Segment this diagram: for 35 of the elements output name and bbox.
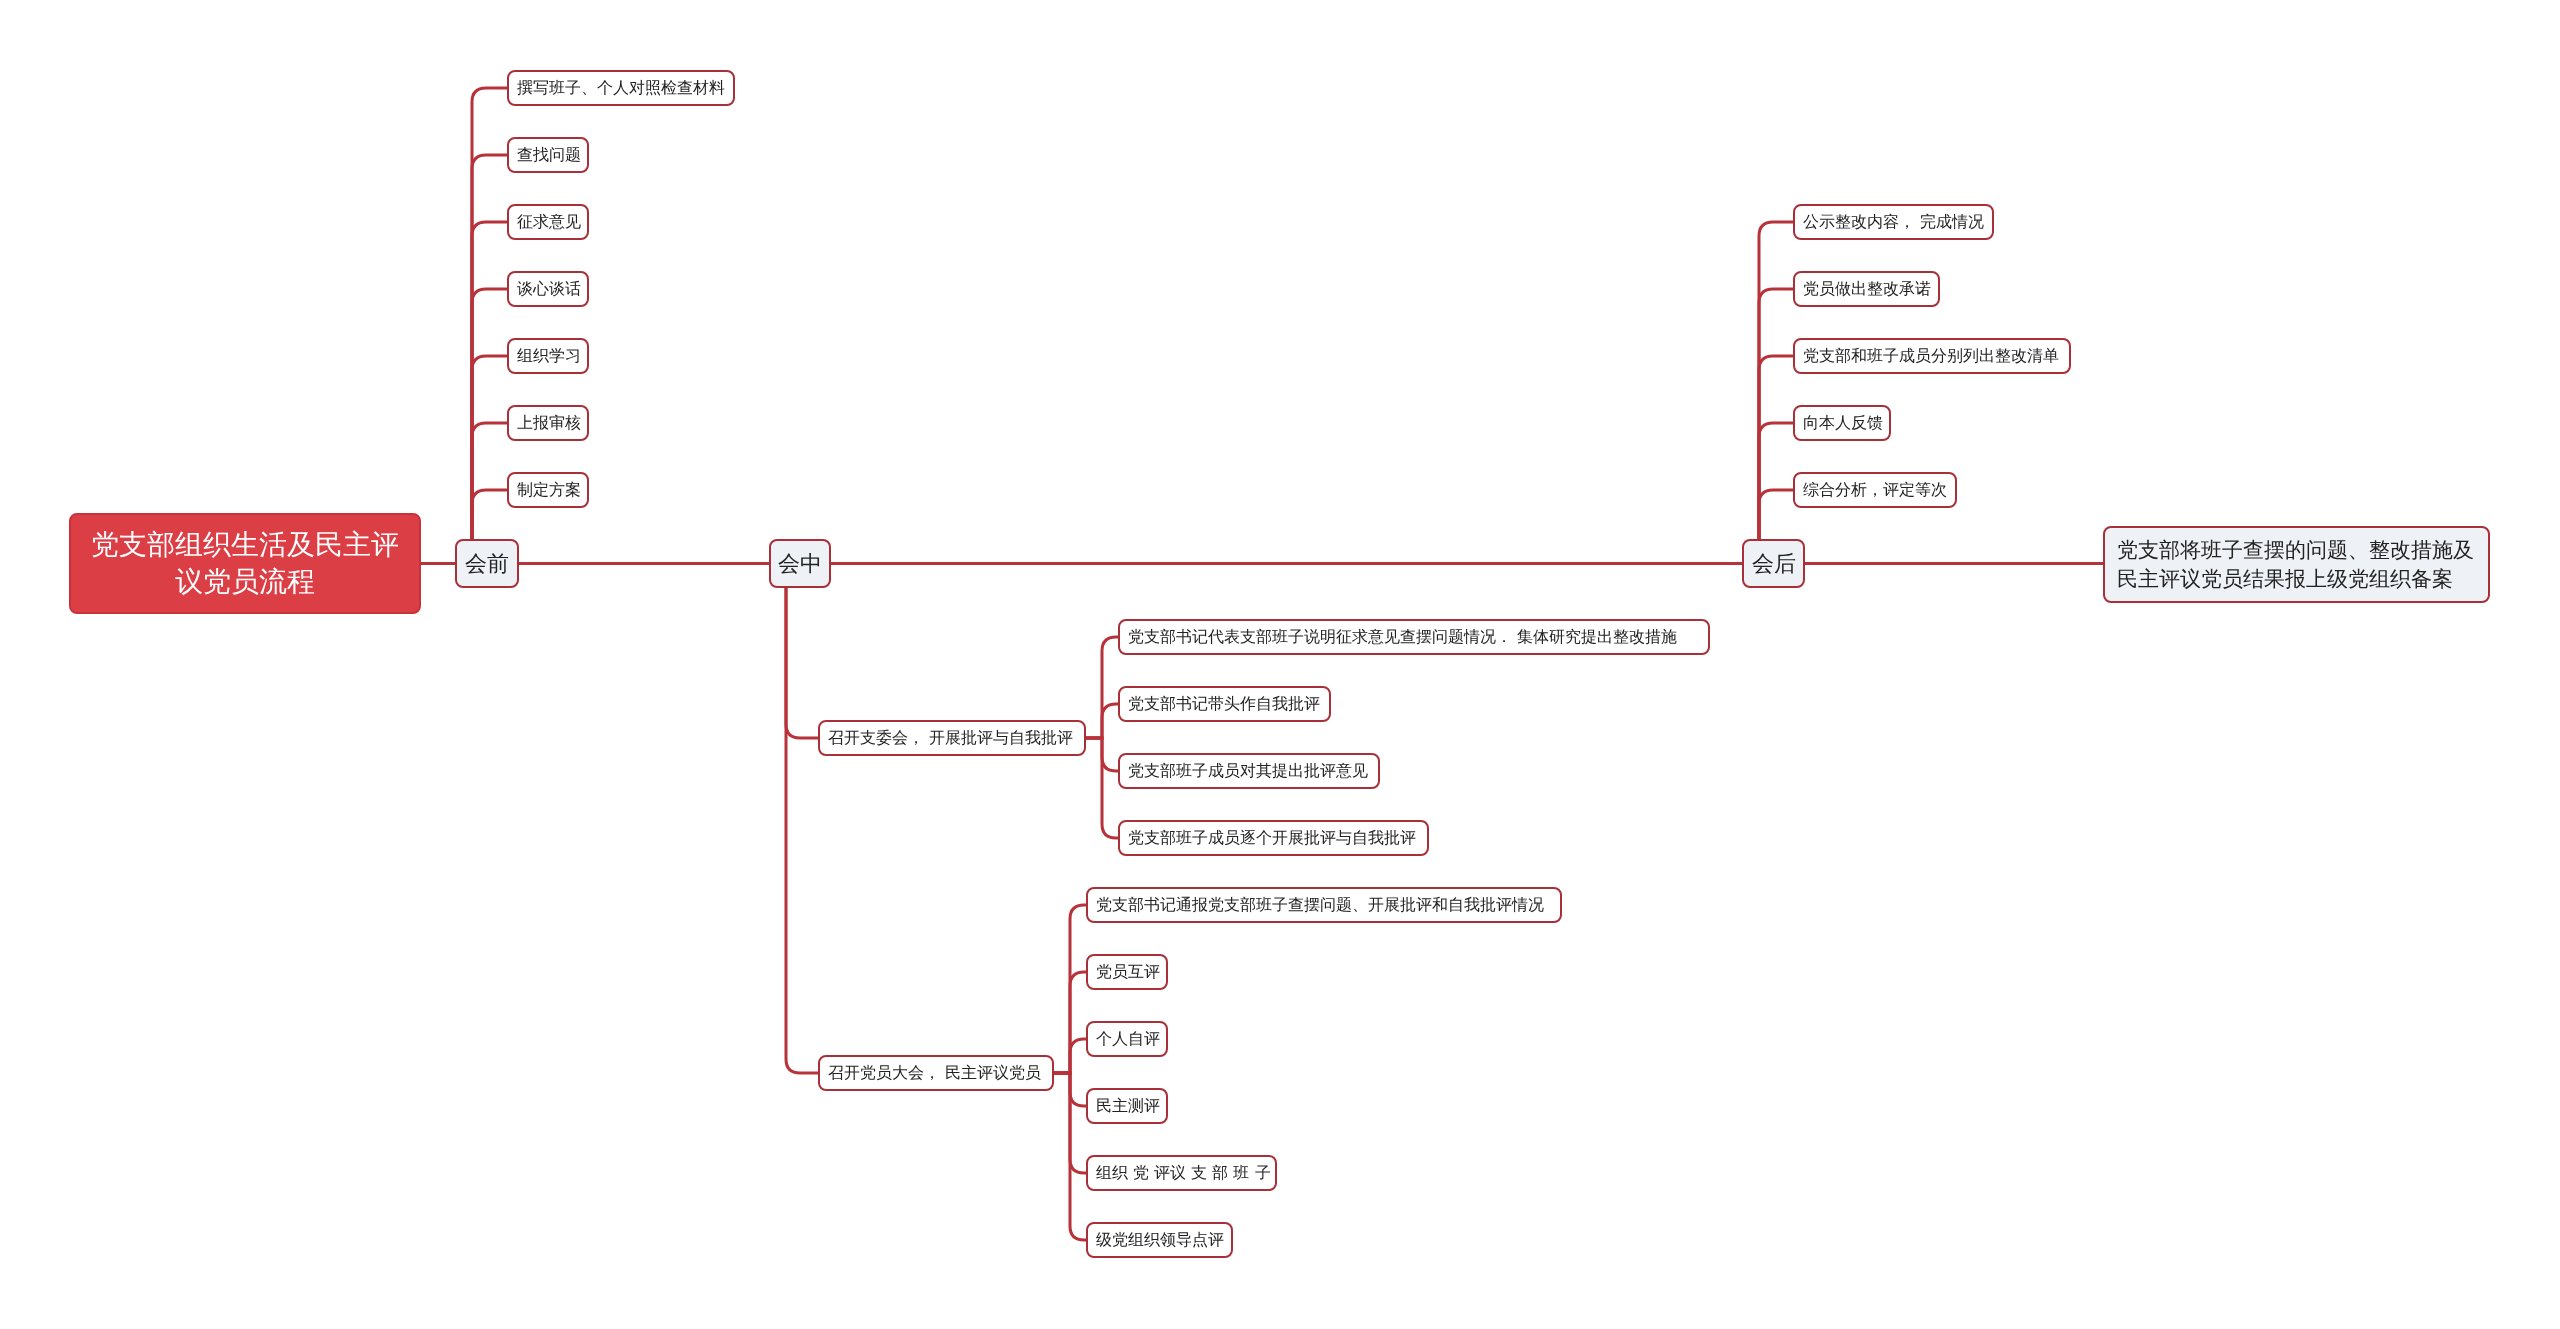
topic-box: 查找问题 bbox=[507, 137, 589, 173]
phase-box: 会后 bbox=[1742, 539, 1805, 588]
connector-line bbox=[1805, 562, 2103, 565]
topic-box: 撰写班子、个人对照检查材料 bbox=[507, 70, 735, 106]
topic-box: 党支部书记通报党支部班子查摆问题、开展批评和自我批评情况 bbox=[1086, 887, 1562, 923]
central-topic-box: 党支部组织生活及民主评议党员流程 bbox=[69, 513, 421, 614]
topic-box: 谈心谈话 bbox=[507, 271, 589, 307]
topic-box: 组织学习 bbox=[507, 338, 589, 374]
topic-box: 党支部书记带头作自我批评 bbox=[1118, 686, 1331, 722]
connector-line bbox=[1757, 488, 1793, 539]
topic-box: 征求意见 bbox=[507, 204, 589, 240]
topic-box: 公示整改内容， 完成情况 bbox=[1793, 204, 1994, 240]
phase-box: 会前 bbox=[455, 539, 519, 588]
topic-box: 民主测评 bbox=[1086, 1088, 1168, 1124]
topic-box: 综合分析，评定等次 bbox=[1793, 472, 1957, 508]
topic-box: 上报审核 bbox=[507, 405, 589, 441]
topic-box: 党支部书记代表支部班子说明征求意见查摆问题情况． 集体研究提出整改措施 bbox=[1118, 619, 1710, 655]
connector-line bbox=[519, 562, 769, 565]
connector-line bbox=[831, 562, 1742, 565]
topic-box: 党支部班子成员对其提出批评意见 bbox=[1118, 753, 1380, 789]
topic-box: 组织 党 评议 支 部 班 子 bbox=[1086, 1155, 1277, 1191]
topic-box: 党支部和班子成员分别列出整改清单 bbox=[1793, 338, 2071, 374]
connector-line bbox=[421, 562, 455, 565]
topic-box: 个人自评 bbox=[1086, 1021, 1168, 1057]
phase-box: 会中 bbox=[769, 539, 831, 588]
topic-box: 向本人反馈 bbox=[1793, 405, 1891, 441]
topic-box: 党支部班子成员逐个开展批评与自我批评 bbox=[1118, 820, 1429, 856]
topic-box: 召开党员大会， 民主评议党员 bbox=[818, 1055, 1054, 1091]
topic-box: 制定方案 bbox=[507, 472, 589, 508]
topic-box: 党员做出整改承诺 bbox=[1793, 271, 1940, 307]
topic-box: 级党组织领导点评 bbox=[1086, 1222, 1233, 1258]
topic-box: 召开支委会， 开展批评与自我批评 bbox=[818, 720, 1086, 756]
topic-box: 党员互评 bbox=[1086, 954, 1168, 990]
summary-box: 党支部将班子查摆的问题、整改措施及民主评议党员结果报上级党组织备案 bbox=[2103, 526, 2490, 603]
connector-line bbox=[470, 488, 507, 539]
